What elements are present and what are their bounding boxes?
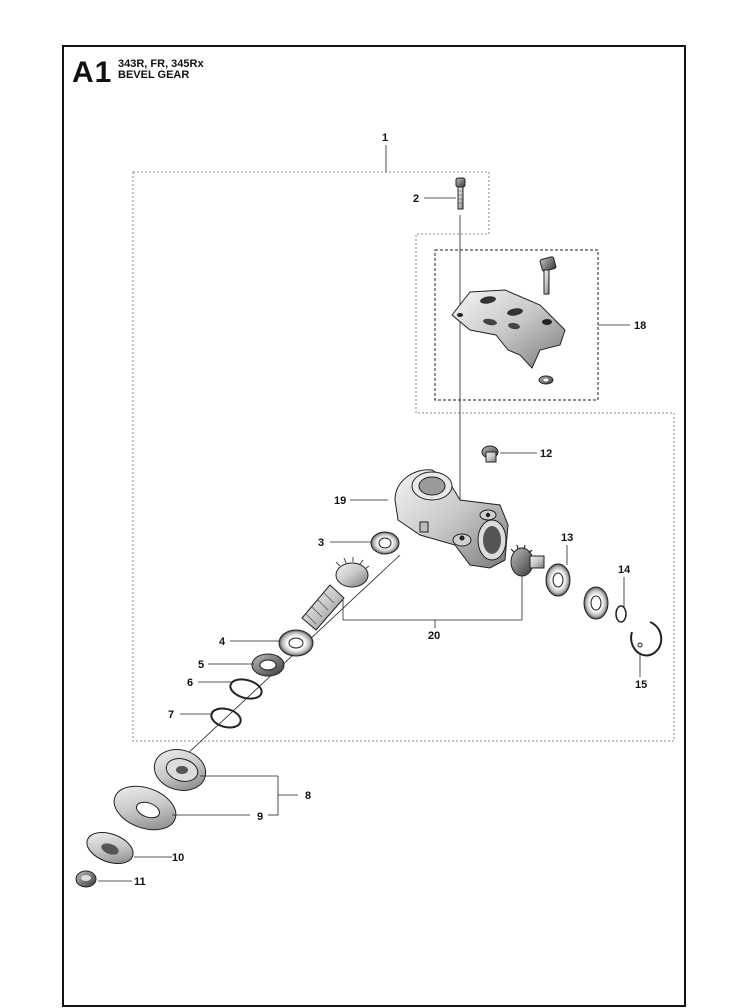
- assembly-boundary: [132, 171, 675, 742]
- bearing-13: [545, 563, 571, 597]
- callout-6: 6: [187, 677, 193, 689]
- screw: [455, 177, 466, 210]
- leader-lines: [98, 145, 641, 882]
- washer: [86, 831, 134, 865]
- shaft-axis-line: [169, 554, 401, 771]
- callout-9: 9: [257, 811, 263, 823]
- callout-3: 3: [318, 537, 324, 549]
- callout-7: 7: [168, 709, 174, 721]
- callout-10: 10: [172, 852, 184, 864]
- retaining-ring-6: [229, 678, 263, 700]
- model-list: 343R, FR, 345Rx: [118, 58, 204, 70]
- bevel-gear: [510, 544, 545, 577]
- callout-1: 1: [382, 132, 388, 144]
- callout-19: 19: [334, 495, 346, 507]
- bearing-small: [370, 531, 400, 555]
- pinion-gear-shaft: [301, 557, 370, 631]
- diagram-code: A1: [72, 56, 113, 89]
- callout-18: 18: [634, 320, 646, 332]
- gear-housing: [394, 469, 509, 569]
- callout-11: 11: [134, 876, 146, 888]
- callout-12: 12: [540, 448, 552, 460]
- callout-14: 14: [618, 564, 631, 576]
- callout-labels: 1 2 3 4 5 6 7 8 9 10 11 12 13 14 15 18 1…: [134, 132, 647, 888]
- callout-4: 4: [219, 636, 226, 648]
- assembly-title: BEVEL GEAR: [118, 69, 190, 81]
- page-frame: [62, 45, 686, 1007]
- bearing-4: [278, 629, 314, 657]
- callout-20: 20: [428, 630, 440, 642]
- callout-15: 15: [635, 679, 647, 691]
- nut: [75, 870, 97, 888]
- seal-5: [251, 653, 285, 677]
- callout-8: 8: [305, 790, 311, 802]
- seal-14: [583, 586, 627, 623]
- callout-5: 5: [198, 659, 204, 671]
- callout-2: 2: [413, 193, 419, 205]
- support-cup: [113, 785, 177, 831]
- callout-13: 13: [561, 532, 573, 544]
- circlip-15: [630, 621, 663, 657]
- guard-plate: [451, 256, 566, 385]
- plug-screw: [481, 445, 499, 463]
- thrust-sleeve: [153, 749, 207, 791]
